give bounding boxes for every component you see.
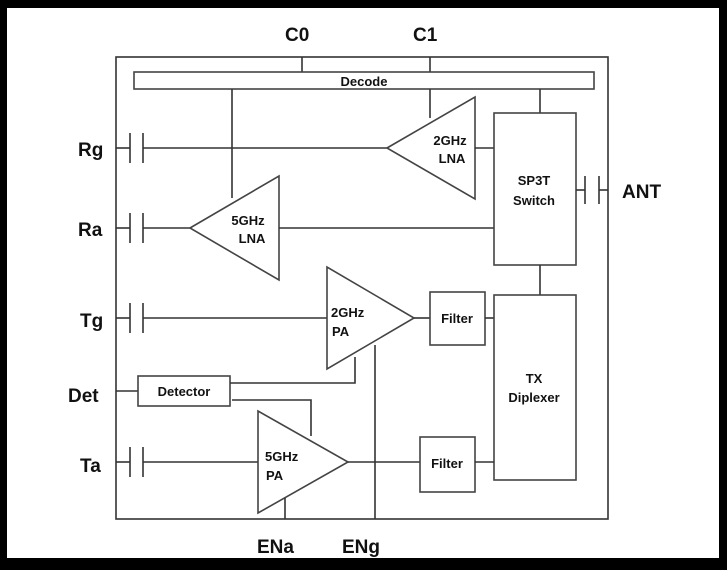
pa-5ghz: 5GHz PA <box>257 409 350 515</box>
pin-ena: ENa <box>257 537 294 558</box>
filter-2ghz: Filter <box>429 291 486 346</box>
decode-block: Decode <box>133 71 595 90</box>
svg-text:Diplexer: Diplexer <box>508 390 559 405</box>
svg-text:SP3T: SP3T <box>518 173 551 188</box>
pin-ant: ANT <box>622 182 661 203</box>
pin-c1: C1 <box>413 25 438 46</box>
pin-tg: Tg <box>80 311 103 332</box>
pin-rg: Rg <box>78 140 103 161</box>
pin-c0: C0 <box>285 25 309 46</box>
canvas <box>7 8 719 558</box>
tx-diplexer: TX Diplexer <box>493 294 577 481</box>
svg-text:5GHz: 5GHz <box>231 213 265 228</box>
chip-outline <box>115 56 609 520</box>
pin-det: Det <box>68 386 99 407</box>
detector-to-2g-pa <box>230 357 356 384</box>
svg-text:PA: PA <box>332 324 350 339</box>
pin-eng: ENg <box>342 537 380 558</box>
sp3t-switch: SP3T Switch <box>493 112 577 266</box>
svg-text:5GHz: 5GHz <box>265 449 299 464</box>
svg-text:Filter: Filter <box>441 311 473 326</box>
pa-2ghz: 2GHz PA <box>326 265 416 371</box>
detector-block: Detector <box>137 375 231 407</box>
svg-text:Detector: Detector <box>158 384 211 399</box>
svg-text:2GHz: 2GHz <box>433 133 467 148</box>
lna-2ghz: 2GHz LNA <box>385 95 476 201</box>
svg-text:LNA: LNA <box>239 231 266 246</box>
detector-to-5g-pa <box>232 399 312 436</box>
svg-text:TX: TX <box>526 371 543 386</box>
filter-5ghz: Filter <box>419 436 476 493</box>
decode-label: Decode <box>341 74 388 89</box>
svg-text:Switch: Switch <box>513 193 555 208</box>
pin-ra: Ra <box>78 220 103 241</box>
svg-text:Filter: Filter <box>431 456 463 471</box>
svg-text:PA: PA <box>266 468 284 483</box>
svg-text:LNA: LNA <box>439 151 466 166</box>
svg-text:2GHz: 2GHz <box>331 305 365 320</box>
pin-ta: Ta <box>80 456 101 477</box>
